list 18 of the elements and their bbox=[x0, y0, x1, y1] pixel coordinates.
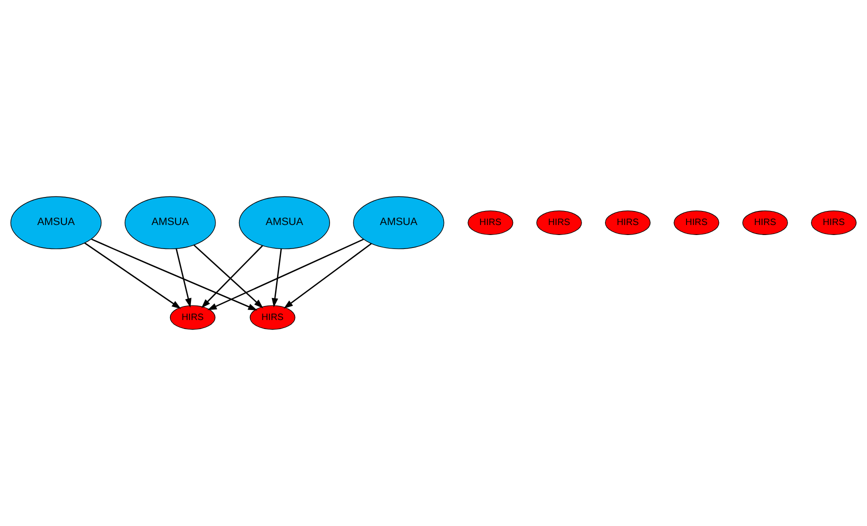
arrow bbox=[272, 248, 282, 308]
node-ellipse: HIRS bbox=[468, 210, 514, 235]
node-ellipse: HIRS bbox=[674, 210, 720, 235]
node-ellipse: HIRS bbox=[536, 210, 582, 235]
node-ellipse: HIRS bbox=[811, 210, 857, 235]
node-ellipse: HIRS bbox=[170, 305, 216, 330]
arrow bbox=[91, 238, 258, 310]
arrow bbox=[176, 248, 192, 308]
node-ellipse: HIRS bbox=[250, 305, 296, 330]
arrow bbox=[284, 243, 372, 309]
node-ellipse: AMSUA bbox=[238, 196, 330, 250]
arrow bbox=[207, 238, 364, 310]
arrow bbox=[84, 242, 182, 309]
node-ellipse: AMSUA bbox=[124, 196, 216, 250]
node-ellipse: HIRS bbox=[605, 210, 651, 235]
node-ellipse: AMSUA bbox=[353, 196, 444, 250]
node-ellipse: HIRS bbox=[742, 210, 788, 235]
node-ellipse: AMSUA bbox=[10, 196, 102, 250]
